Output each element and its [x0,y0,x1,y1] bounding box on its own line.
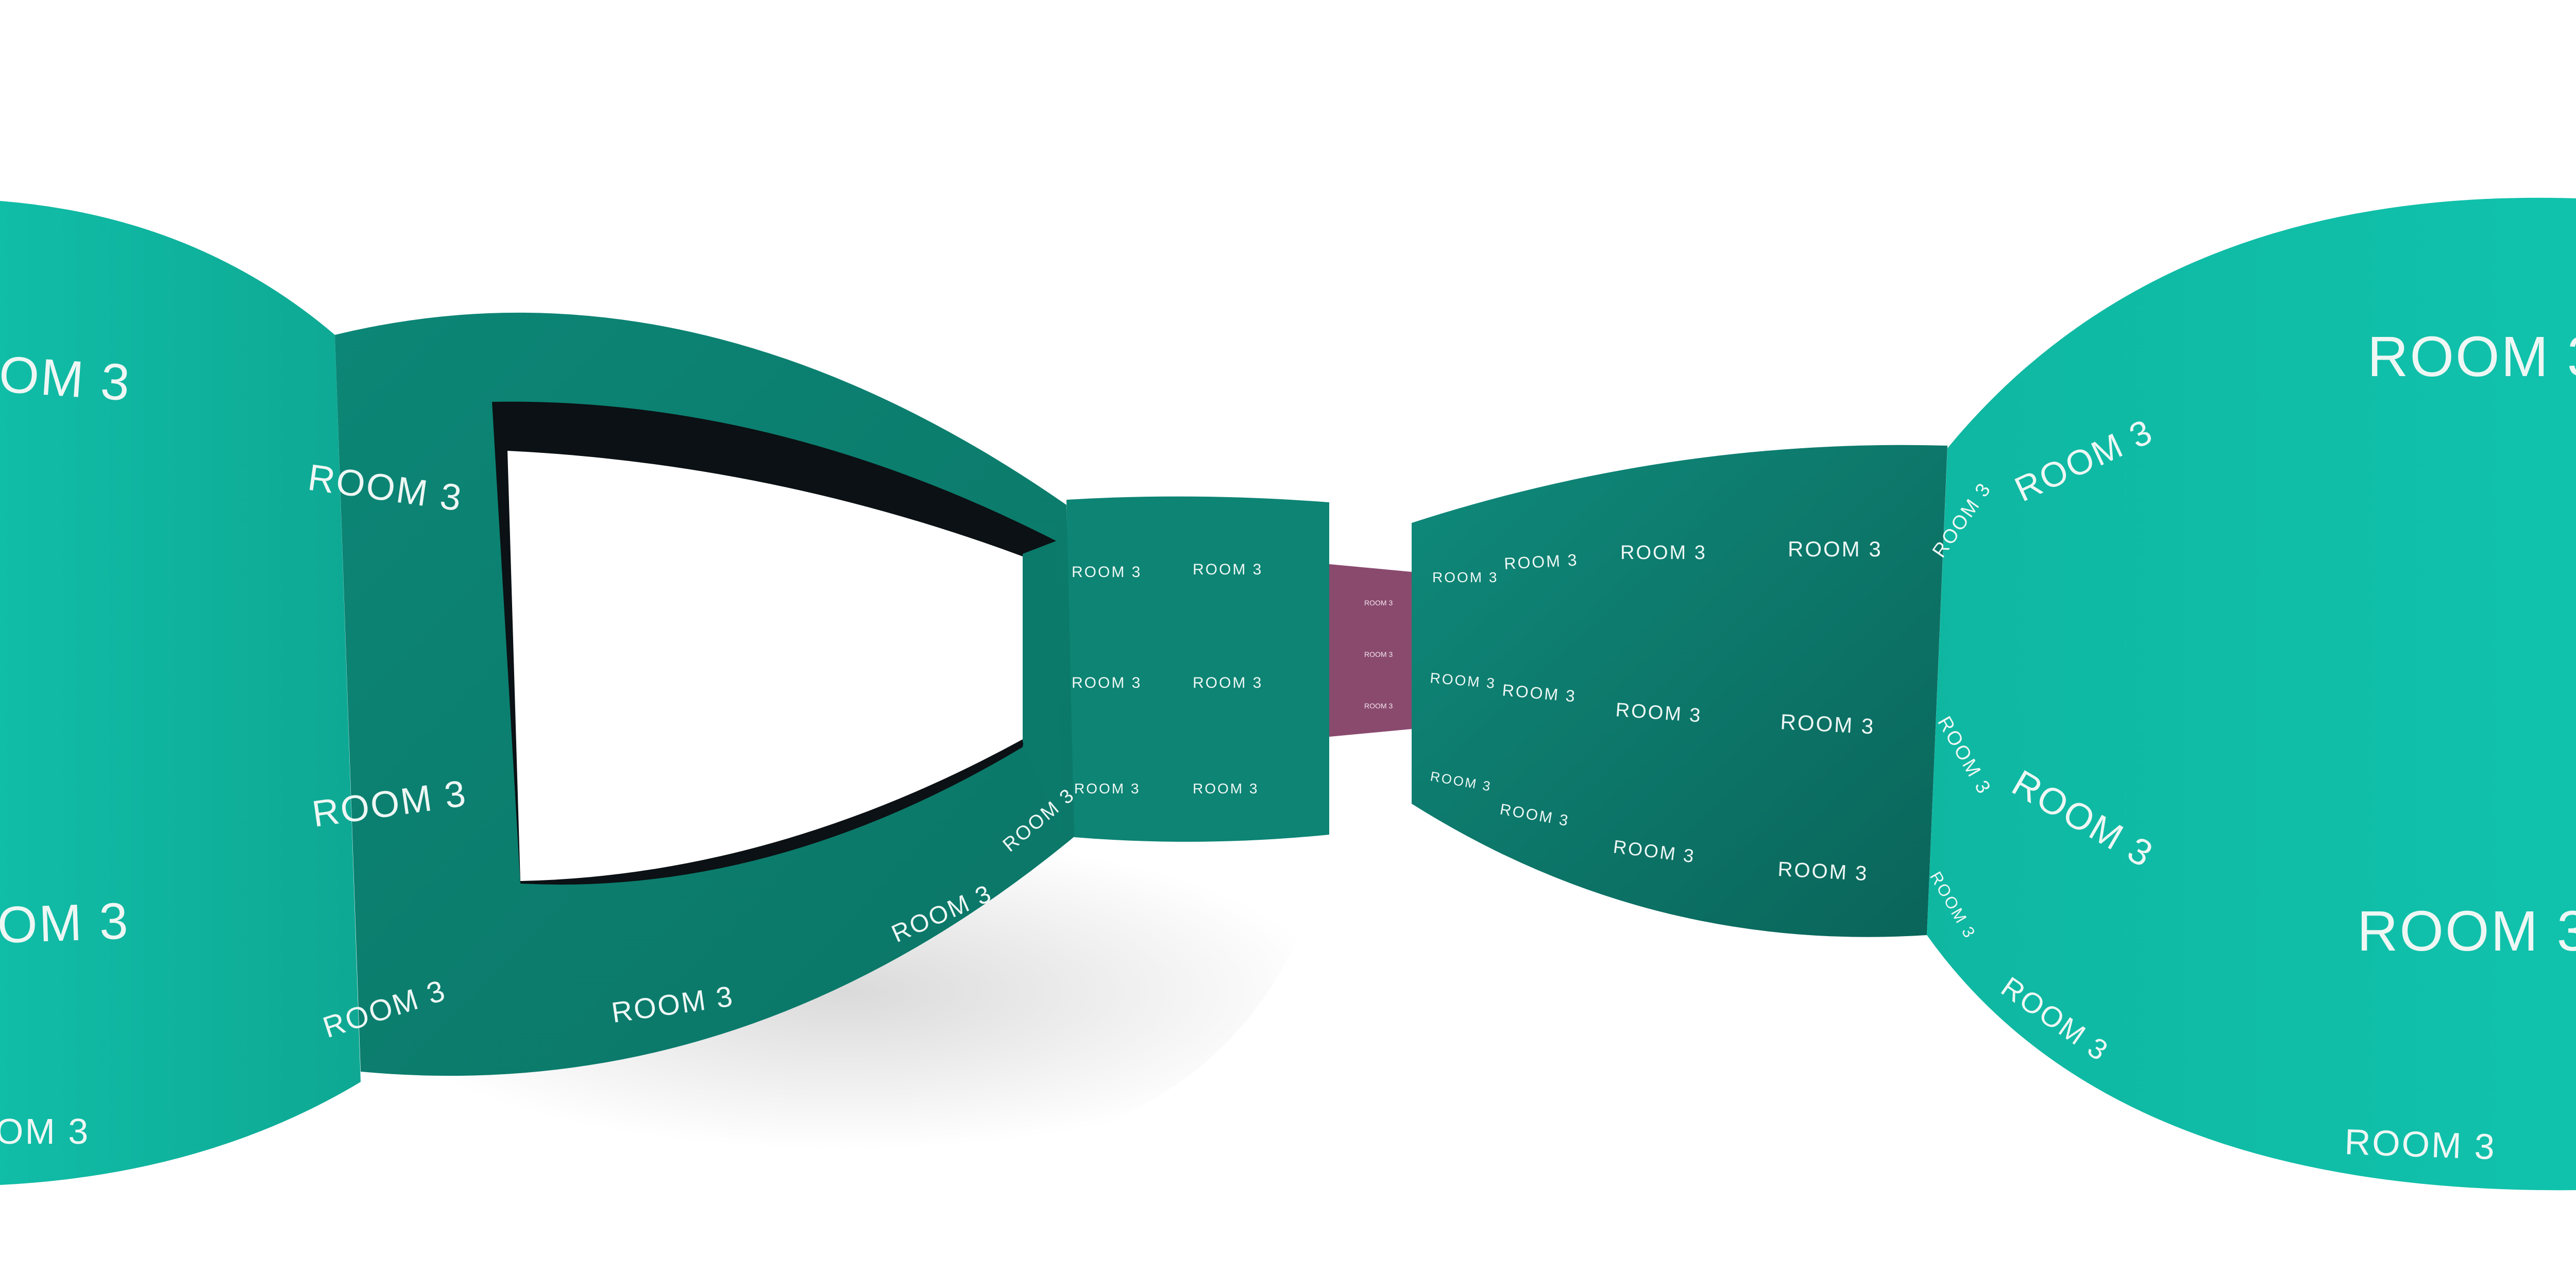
wall-center-right [1412,445,1947,937]
label-room3: ROOM 3 [2367,325,2576,388]
wall-distant-pink [1329,564,1412,737]
label-room3: ROOM 3 [1364,650,1393,658]
label-room3: ROOM 3 [2357,900,2576,963]
label-room3: ROOM 3 [1364,702,1393,710]
window-ledge [1023,541,1061,835]
label-room3: ROOM 3 [1432,569,1498,585]
label-room3: ROOM 3 [1620,542,1707,564]
wall-far-right [1927,197,2576,1191]
label-room3: ROOM 3 [1780,709,1876,739]
label-room3: ROOM 3 [1193,781,1259,796]
label-room3: ROOM 3 [2344,1122,2497,1167]
label-room3: ROOM 3 [1503,550,1579,572]
label-room3: ROOM 3 [1072,674,1142,691]
label-room3: ROOM 3 [1788,537,1883,561]
label-room3: ROOM 3 [1072,564,1142,581]
label-room3: ROOM 3 [0,892,130,957]
label-room3: ROOM 3 [1193,674,1263,691]
label-room3: ROOM 3 [1193,561,1263,578]
window-opening [507,451,1023,881]
label-room3: ROOM 3 [1074,781,1140,796]
label-room3: ROOM 3 [0,1111,90,1151]
wall-center-left [1066,496,1329,842]
label-room3: ROOM 3 [1777,858,1869,885]
label-room3: ROOM 3 [1364,599,1393,607]
wall-far-left [0,201,361,1185]
floor-shadow [361,835,1329,1150]
